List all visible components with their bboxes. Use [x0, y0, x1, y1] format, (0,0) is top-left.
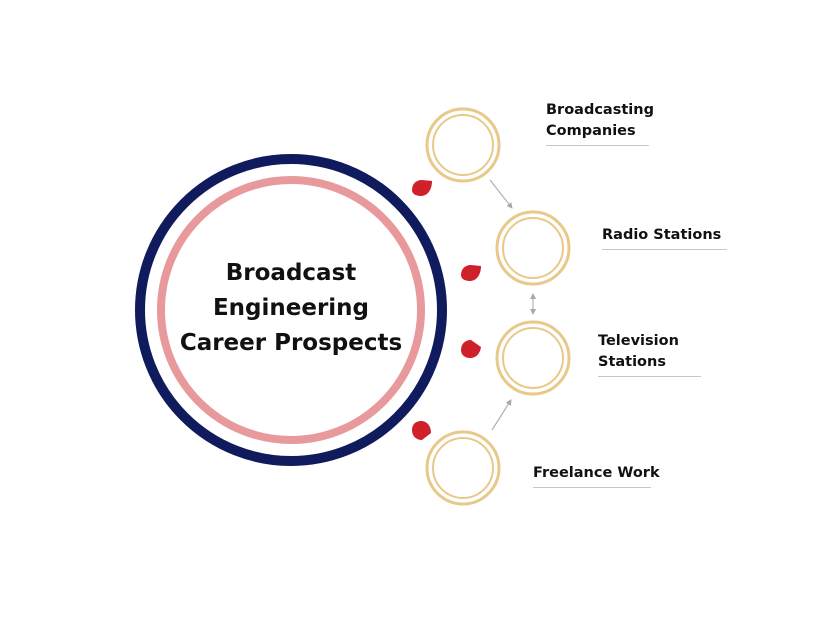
branch-label-broadcasting-companies: Broadcasting Companies: [546, 100, 654, 146]
branch-label-line: Stations: [598, 354, 666, 370]
drop-marker-icon: [461, 340, 481, 358]
branch-label-line: Radio Stations: [602, 227, 722, 243]
drop-marker-icon: [461, 265, 481, 281]
arrow-connector-icon: [489, 179, 513, 209]
branch-label-line: Television: [598, 333, 679, 349]
hub-inner-ring: [157, 176, 425, 444]
hub-title-line: Career Prospects: [179, 330, 403, 356]
branch-label-line: Freelance Work: [533, 465, 660, 481]
branch-label-line: Broadcasting: [546, 102, 654, 118]
hub-outer-ring: [135, 154, 447, 466]
drop-marker-icon: [412, 180, 432, 196]
branch-node-0: [425, 107, 501, 183]
branch-label-line: Companies: [546, 123, 636, 139]
branch-label-freelance-work: Freelance Work: [533, 463, 660, 488]
branch-label-radio-stations: Radio Stations: [602, 225, 727, 250]
arrow-connector-icon: [491, 399, 512, 431]
hub-node: [135, 154, 447, 466]
hub-title: Broadcast Engineering Career Prospects: [146, 256, 436, 361]
hub-title-line: Engineering: [212, 295, 370, 321]
branch-node-1: [495, 210, 571, 286]
branch-node-3: [425, 430, 501, 506]
branch-node-2: [495, 320, 571, 396]
hub-title-line: Broadcast: [225, 260, 357, 286]
branch-label-television-stations: Television Stations: [598, 331, 701, 377]
drop-marker-icon: [412, 421, 431, 440]
